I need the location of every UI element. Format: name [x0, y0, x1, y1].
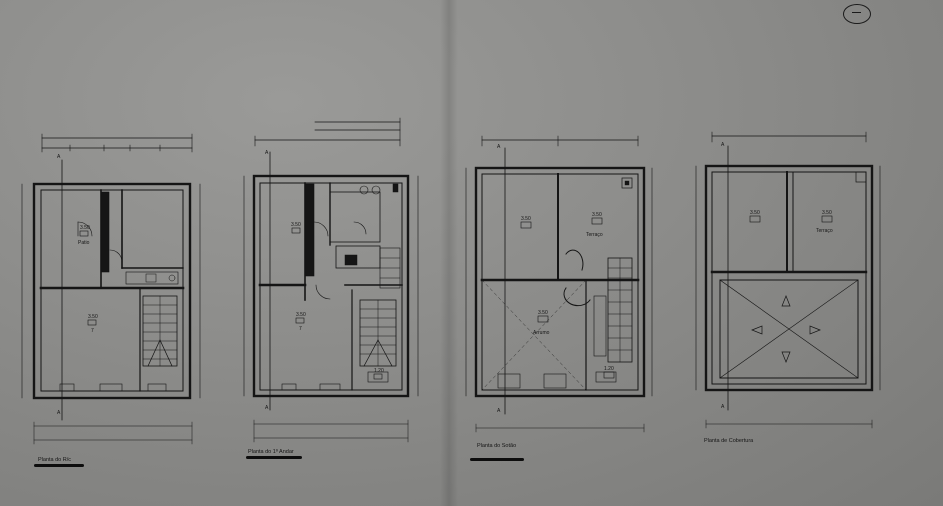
page-fold: [440, 0, 458, 506]
north-arrow-icon: [843, 4, 871, 24]
room-code: 3.50: [521, 216, 531, 222]
room-label: 7: [299, 326, 302, 332]
room-code: 3.50: [822, 210, 832, 216]
plan-caption: Planta do R/c: [38, 457, 72, 463]
section-marker: A: [721, 142, 725, 148]
section-marker: A: [497, 408, 501, 414]
room-code: 3.50: [88, 314, 98, 320]
caption-underline: [470, 458, 524, 461]
room-label: Terraço: [816, 228, 833, 234]
plan-roof: [695, 131, 881, 429]
room-code: 3.50: [592, 212, 602, 218]
section-marker: A: [721, 404, 725, 410]
caption-underline: [246, 456, 302, 459]
room-code: 3.50: [538, 310, 548, 316]
plan-first-floor: [243, 117, 419, 443]
plan-ground-floor: [21, 133, 201, 445]
room-label: Arrumo: [533, 330, 550, 336]
room-label: 7: [91, 328, 94, 334]
section-marker: A: [497, 144, 501, 150]
caption-underline: [34, 464, 84, 467]
plan-caption: Planta do 1º Andar: [248, 449, 294, 455]
room-code: 3.50: [291, 222, 301, 228]
room-code: 3.50: [750, 210, 760, 216]
room-code: 1.20: [604, 366, 614, 372]
room-code: 3.50: [80, 225, 90, 231]
room-code: 1.20: [374, 368, 384, 374]
north-arrow-mark: [852, 12, 861, 14]
section-marker: A: [57, 410, 61, 416]
plan-attic: [465, 135, 653, 433]
section-marker: A: [265, 150, 269, 156]
section-marker: A: [265, 405, 269, 411]
section-marker: A: [57, 154, 61, 160]
plan-caption: Planta de Cobertura: [704, 438, 754, 444]
room-label: Terraço: [586, 232, 603, 238]
room-code: 3.50: [296, 312, 306, 318]
room-label: Patio: [78, 240, 90, 246]
plan-caption: Planta do Sotão: [477, 443, 517, 449]
